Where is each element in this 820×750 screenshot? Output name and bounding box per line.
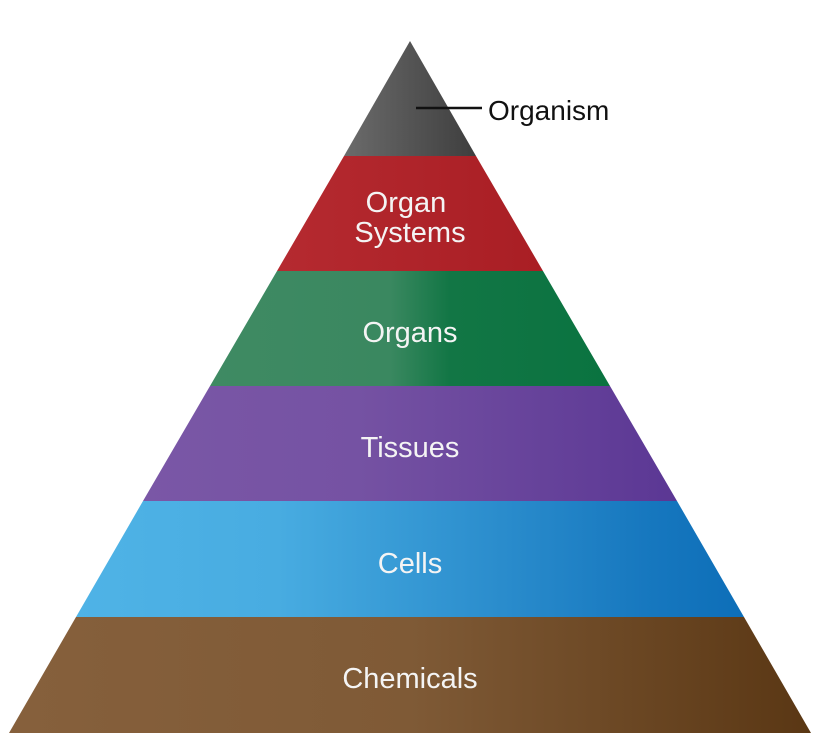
pyramid-layer-organ-systems: Organ Systems xyxy=(277,156,543,271)
layer-label-line: Organ xyxy=(366,187,447,219)
layer-label: Organs xyxy=(362,317,457,349)
layer-label: Chemicals xyxy=(342,663,477,695)
layer-band xyxy=(76,501,744,617)
layer-band xyxy=(210,271,610,386)
layer-label: Cells xyxy=(378,548,442,580)
layer-label-line: Cells xyxy=(378,548,442,580)
layer-band xyxy=(277,156,543,271)
layer-label-line: Systems xyxy=(354,217,465,249)
pyramid-apex-organism xyxy=(344,41,476,156)
pyramid-layer-tissues: Tissues xyxy=(143,386,677,501)
layer-label-line: Organs xyxy=(362,317,457,349)
layer-label-line: Chemicals xyxy=(342,663,477,695)
pyramid-layer-cells: Cells xyxy=(76,501,744,617)
pyramid-layer-organs: Organs xyxy=(210,271,610,386)
layer-label-line: Tissues xyxy=(361,432,460,464)
organism-label: Organism xyxy=(488,95,609,126)
layer-label: Tissues xyxy=(361,432,460,464)
pyramid-layer-chemicals: Chemicals xyxy=(9,617,811,733)
layer-band xyxy=(9,617,811,733)
layer-band xyxy=(143,386,677,501)
layer-label: Organ Systems xyxy=(354,187,465,249)
